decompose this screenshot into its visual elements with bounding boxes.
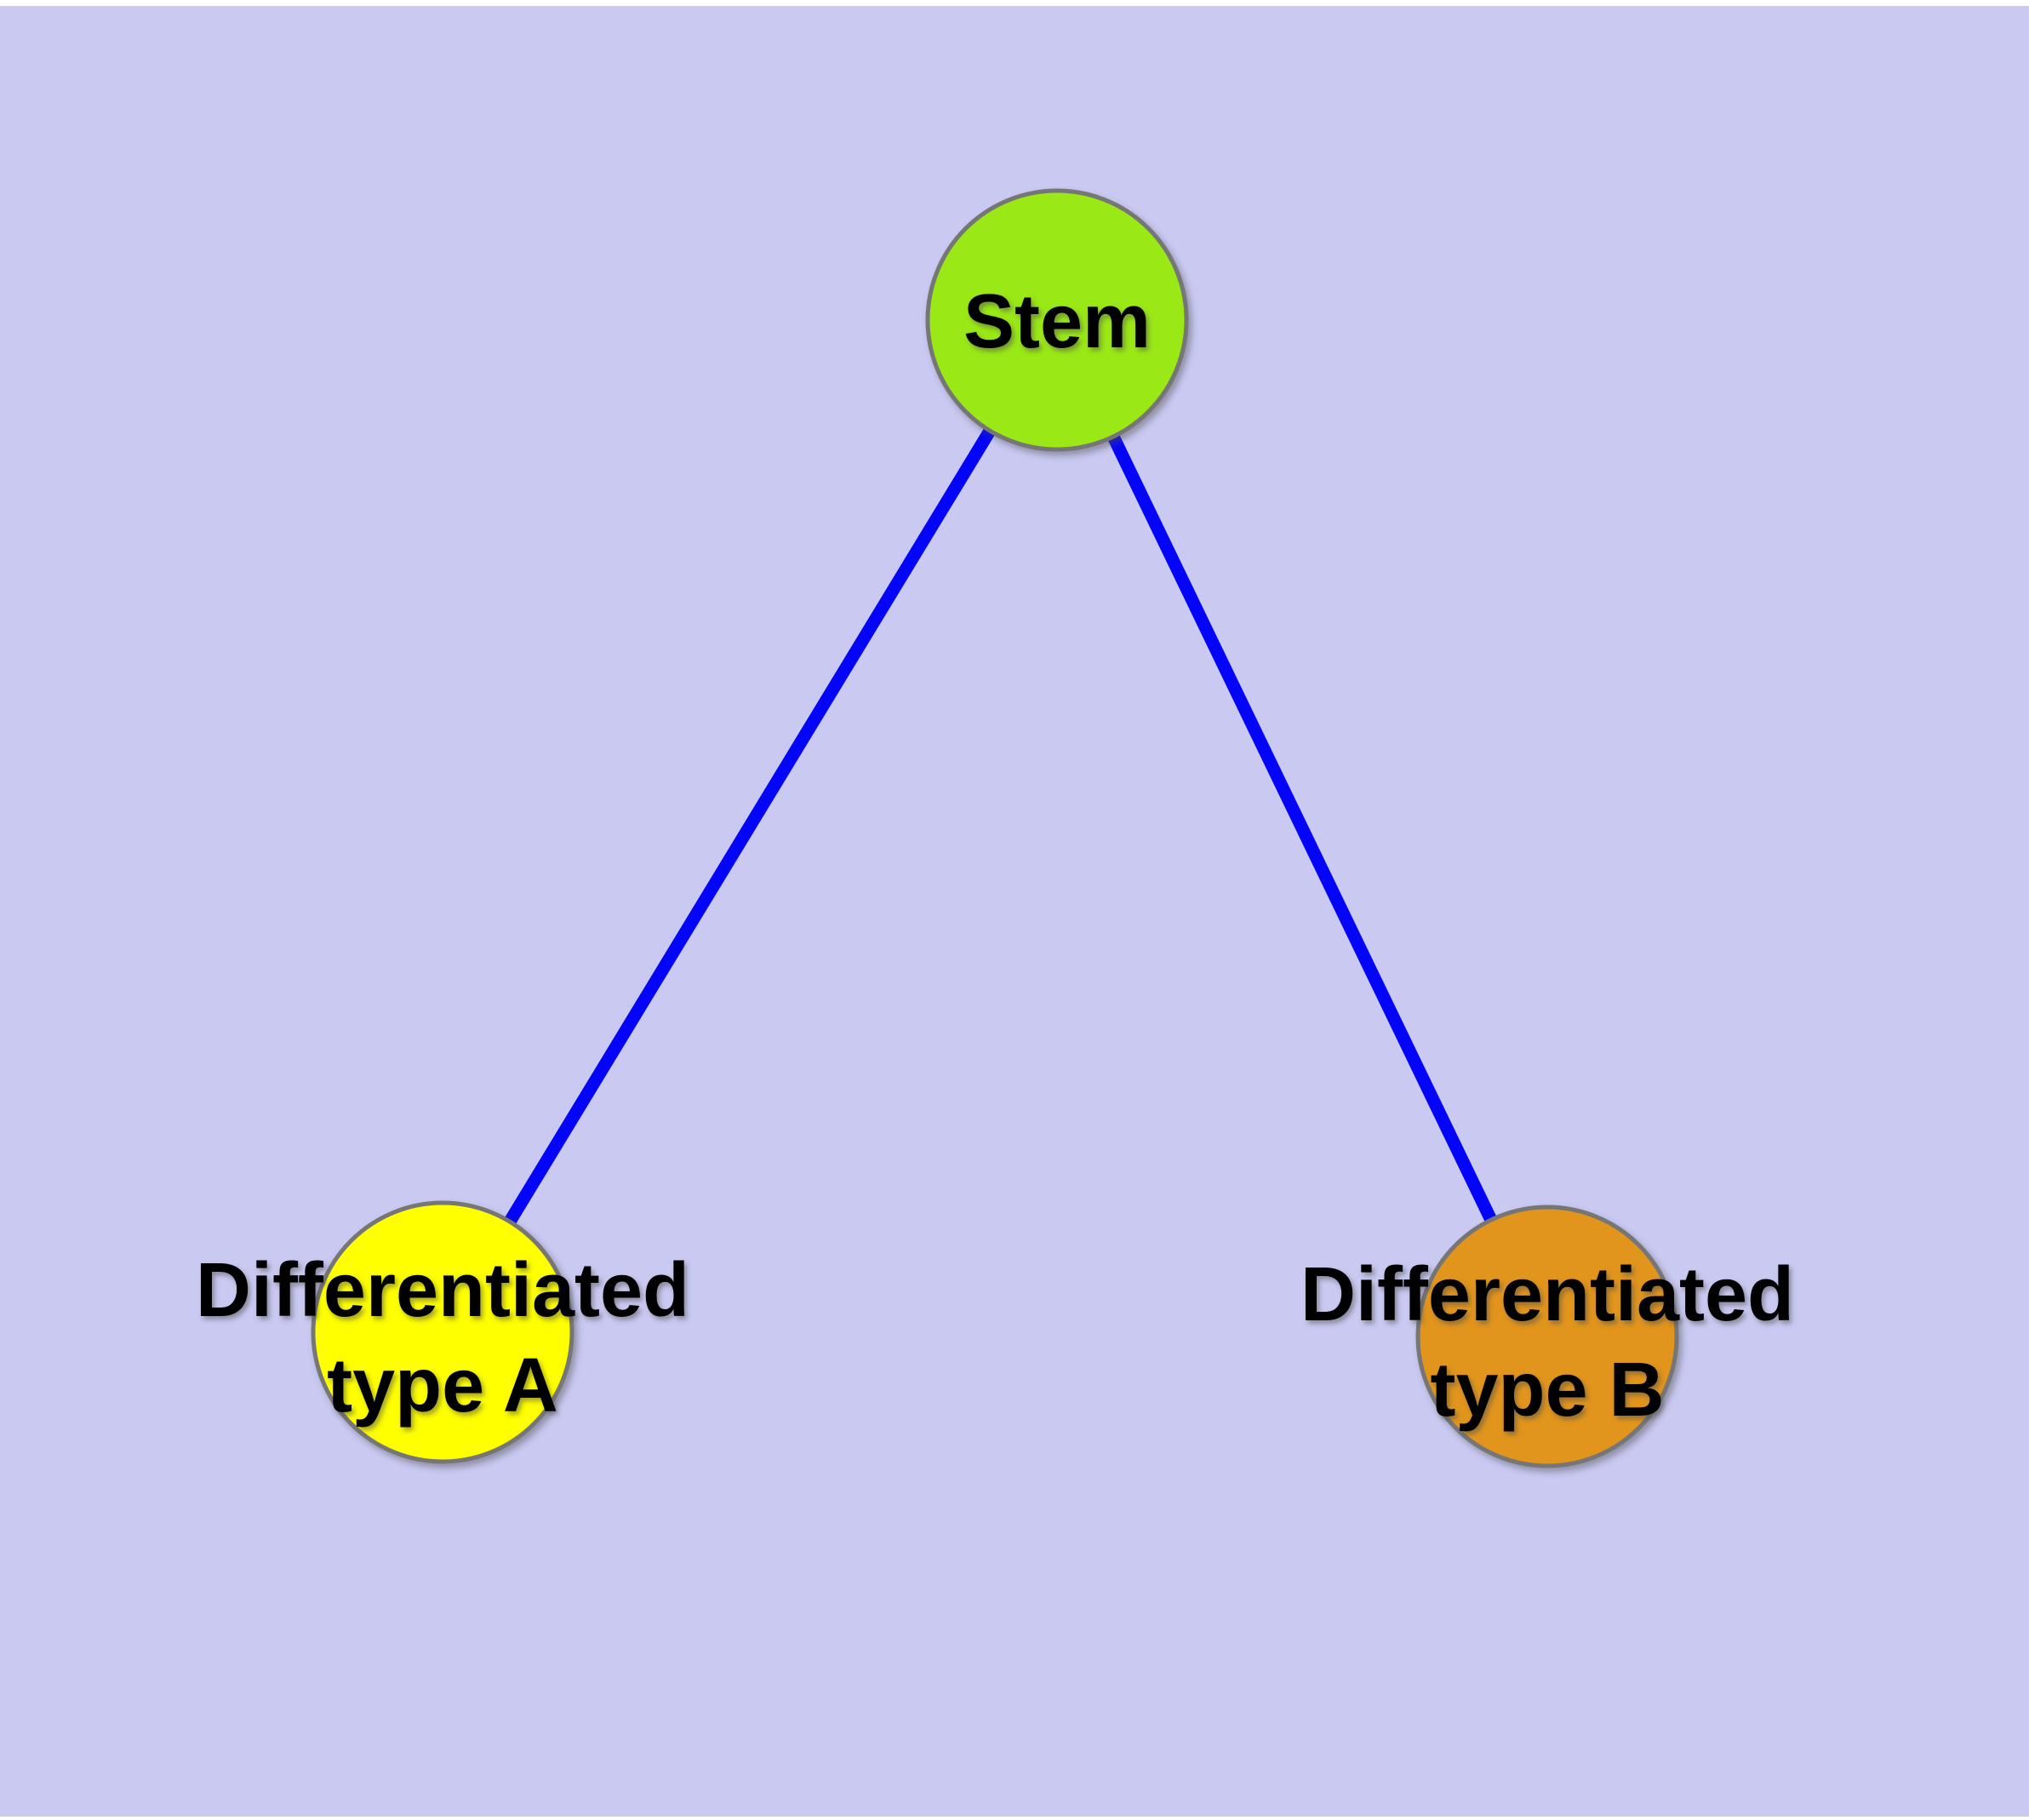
node-label-line-diff-b-1: type B — [1430, 1348, 1664, 1433]
edge-stem-to-diff-b — [1051, 317, 1553, 1340]
node-label-diff-a: Differentiated type A — [196, 1248, 689, 1428]
node-label-line-diff-a-1: type A — [327, 1343, 558, 1428]
edge-stem-to-diff-a — [437, 317, 1063, 1336]
nodes-layer — [311, 188, 1679, 1468]
node-stem — [925, 188, 1189, 452]
edges-layer — [437, 317, 1553, 1340]
node-diff-a — [311, 1200, 574, 1464]
node-label-line-diff-b-0: Differentiated — [1300, 1252, 1794, 1337]
node-diff-b — [1415, 1205, 1679, 1468]
node-label-diff-b: Differentiated type B — [1300, 1252, 1794, 1433]
node-label-line-stem-0: Stem — [963, 279, 1151, 364]
node-label-stem: Stem — [963, 279, 1151, 364]
node-label-line-diff-a-0: Differentiated — [196, 1248, 689, 1333]
